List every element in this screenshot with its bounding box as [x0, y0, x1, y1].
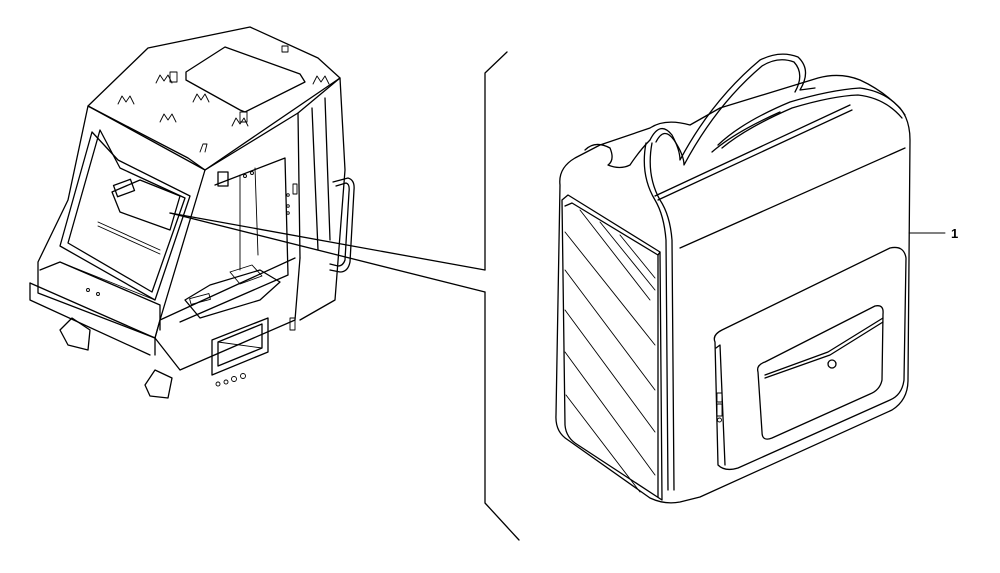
- bag-illustration: [555, 53, 946, 504]
- diagonal-stripes: [564, 209, 656, 493]
- callout-number-1: 1: [951, 226, 959, 241]
- callout-bracket: [169, 51, 520, 541]
- cab-illustration: [29, 26, 355, 399]
